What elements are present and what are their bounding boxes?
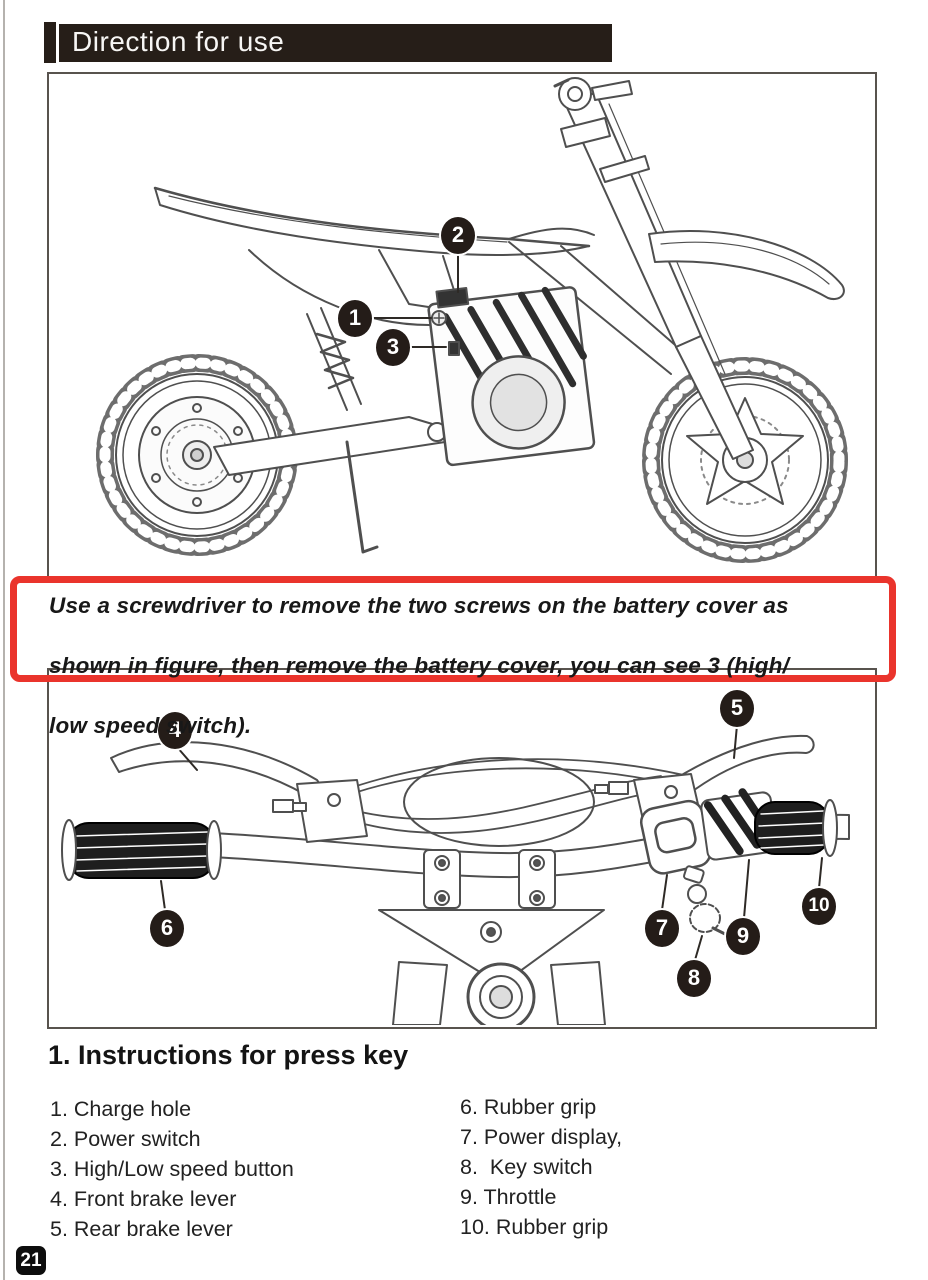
seat-and-body — [153, 186, 698, 375]
instructions-left-column: 1. Charge hole 2. Power switch 3. High/L… — [50, 1094, 294, 1244]
callout-9: 9 — [726, 918, 760, 955]
list-item: 5. Rear brake lever — [50, 1217, 233, 1241]
callout-4: 4 — [158, 712, 192, 749]
headstock-pad — [403, 757, 595, 847]
page-number-badge: 21 — [16, 1246, 46, 1275]
list-item: 7. Power display, — [460, 1125, 623, 1149]
rear-wheel — [96, 354, 298, 556]
front-fork — [553, 77, 845, 460]
power-display — [639, 799, 712, 875]
stem-and-clamps — [378, 849, 606, 1025]
right-grip — [754, 799, 838, 857]
battery-screw-and-switch — [431, 310, 460, 356]
callout-6: 6 — [150, 910, 184, 947]
list-item: 6. Rubber grip — [460, 1095, 597, 1119]
callout-2: 2 — [441, 217, 475, 254]
front-wheel — [642, 357, 848, 563]
note-line-3: low speed switch). — [49, 713, 252, 738]
list-item: 8. Key switch — [460, 1155, 593, 1179]
callout-8: 8 — [677, 960, 711, 997]
list-item: 10. Rubber grip — [460, 1215, 609, 1239]
callout-3: 3 — [376, 329, 410, 366]
list-item: 3. High/Low speed button — [50, 1157, 294, 1181]
figure-handlebar-diagram: 4 5 6 7 8 9 10 — [47, 668, 877, 1029]
callout-1: 1 — [338, 300, 372, 337]
callout-5: 5 — [720, 690, 754, 727]
warning-note-box: Use a screwdriver to remove the two scre… — [10, 576, 896, 738]
list-item: 9. Throttle — [460, 1185, 557, 1209]
instructions-right-column: 6. Rubber grip 7. Power display, 8. Key … — [460, 1092, 622, 1242]
key-switch-key — [683, 865, 733, 946]
handlebar-line-art — [61, 724, 850, 1025]
left-brake-lever — [110, 741, 368, 843]
page-title: Direction for use — [72, 25, 285, 57]
list-item: 1. Charge hole — [50, 1097, 192, 1121]
callout-10: 10 — [802, 888, 836, 925]
section-header: Direction for use — [59, 24, 612, 62]
list-item: 2. Power switch — [50, 1127, 201, 1151]
list-item: 4. Front brake lever — [50, 1187, 237, 1211]
warning-note-text: Use a screwdriver to remove the two scre… — [49, 591, 789, 741]
note-line-1: Use a screwdriver to remove the two scre… — [49, 593, 789, 618]
figure-bike-diagram: 1 2 3 — [47, 72, 877, 580]
swingarm — [213, 307, 447, 554]
note-line-2: shown in figure, then remove the battery… — [49, 653, 790, 678]
left-grip — [61, 819, 222, 881]
instructions-heading: 1. Instructions for press key — [48, 1040, 409, 1070]
callout-7: 7 — [645, 910, 679, 947]
battery-cover — [427, 286, 596, 467]
header-accent-bar — [44, 22, 56, 63]
bike-line-art — [96, 77, 848, 563]
page-edge-line — [3, 0, 5, 1280]
